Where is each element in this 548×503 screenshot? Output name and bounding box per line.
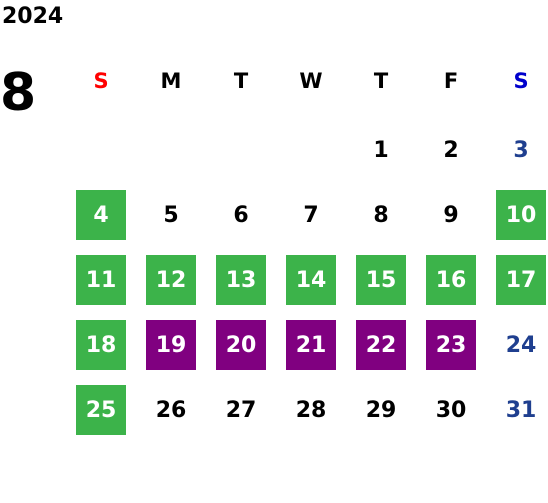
day-cell-29[interactable]: 29: [365, 397, 397, 423]
day-cell-28[interactable]: 28: [295, 397, 327, 423]
day-cell-15[interactable]: 15: [356, 255, 406, 305]
weekday-friday: F: [443, 69, 459, 93]
day-cell-7[interactable]: 7: [303, 202, 319, 228]
weekday-wednesday: W: [299, 69, 323, 93]
day-cell-11[interactable]: 11: [76, 255, 126, 305]
weekday-tuesday: T: [233, 69, 249, 93]
day-cell-25[interactable]: 25: [76, 385, 126, 435]
day-cell-9[interactable]: 9: [443, 202, 459, 228]
day-cell-20[interactable]: 20: [216, 320, 266, 370]
day-cell-14[interactable]: 14: [286, 255, 336, 305]
day-cell-8[interactable]: 8: [373, 202, 389, 228]
day-cell-19[interactable]: 19: [146, 320, 196, 370]
year-label: 2024: [2, 4, 64, 29]
day-cell-13[interactable]: 13: [216, 255, 266, 305]
day-cell-1[interactable]: 1: [373, 137, 389, 163]
day-cell-23[interactable]: 23: [426, 320, 476, 370]
weekday-thursday: T: [373, 69, 389, 93]
day-cell-10[interactable]: 10: [496, 190, 546, 240]
day-cell-12[interactable]: 12: [146, 255, 196, 305]
day-cell-26[interactable]: 26: [155, 397, 187, 423]
day-cell-4[interactable]: 4: [76, 190, 126, 240]
day-cell-18[interactable]: 18: [76, 320, 126, 370]
day-cell-22[interactable]: 22: [356, 320, 406, 370]
day-cell-21[interactable]: 21: [286, 320, 336, 370]
day-cell-6[interactable]: 6: [233, 202, 249, 228]
day-cell-3[interactable]: 3: [513, 137, 529, 163]
day-cell-2[interactable]: 2: [443, 137, 459, 163]
day-cell-30[interactable]: 30: [435, 397, 467, 423]
day-cell-17[interactable]: 17: [496, 255, 546, 305]
day-cell-24[interactable]: 24: [505, 332, 537, 358]
weekday-saturday: S: [513, 69, 529, 93]
day-cell-27[interactable]: 27: [225, 397, 257, 423]
day-cell-5[interactable]: 5: [163, 202, 179, 228]
weekday-sunday: S: [93, 69, 109, 93]
weekday-monday: M: [160, 69, 182, 93]
month-label: 8: [0, 63, 37, 123]
day-cell-16[interactable]: 16: [426, 255, 476, 305]
day-cell-31[interactable]: 31: [505, 397, 537, 423]
